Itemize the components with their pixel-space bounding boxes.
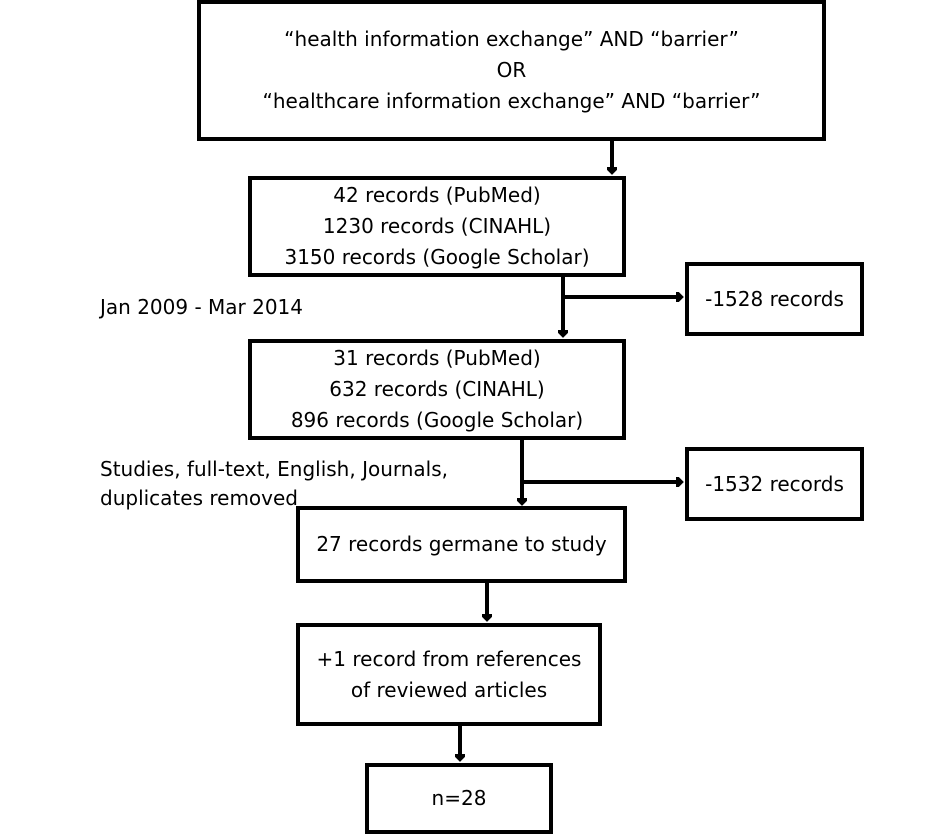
initial-records-box: 42 records (PubMed) 1230 records (CINAHL… xyxy=(248,176,626,277)
germane-records-box: 27 records germane to study xyxy=(296,506,627,583)
date-filtered-records-box: 31 records (PubMed) 632 records (CINAHL)… xyxy=(248,339,626,440)
criteria-filter-label: Studies, full-text, English, Journals, d… xyxy=(100,455,448,513)
date-filter-label: Jan 2009 - Mar 2014 xyxy=(100,295,304,319)
search-query-line-2: OR xyxy=(496,58,527,82)
excluded-criteria-text: -1532 records xyxy=(705,471,844,496)
search-query-line-3: “healthcare information exchange” AND “b… xyxy=(262,89,761,113)
reference-records-line-2: of reviewed articles xyxy=(350,677,548,702)
date-filtered-line-2: 632 records (CINAHL) xyxy=(329,377,545,401)
final-count-text: n=28 xyxy=(431,786,487,810)
excluded-criteria-box: -1532 records xyxy=(685,447,864,521)
initial-records-line-2: 1230 records (CINAHL) xyxy=(322,214,552,238)
search-query-line-1: “health information exchange” AND “barri… xyxy=(284,27,739,51)
criteria-filter-line-2: duplicates removed xyxy=(100,486,298,510)
criteria-filter-line-1: Studies, full-text, English, Journals, xyxy=(100,457,449,481)
excluded-date-box: -1528 records xyxy=(685,262,864,336)
reference-records-line-1: +1 record from references xyxy=(316,646,582,671)
final-count-box: n=28 xyxy=(365,763,553,834)
initial-records-line-1: 42 records (PubMed) xyxy=(333,183,541,207)
date-filtered-line-3: 896 records (Google Scholar) xyxy=(290,408,584,432)
germane-records-text: 27 records germane to study xyxy=(316,532,607,556)
reference-records-box: +1 record from references of reviewed ar… xyxy=(296,623,602,726)
initial-records-line-3: 3150 records (Google Scholar) xyxy=(284,245,590,269)
date-filtered-line-1: 31 records (PubMed) xyxy=(333,346,541,370)
search-query-box: “health information exchange” AND “barri… xyxy=(197,0,826,141)
excluded-date-text: -1528 records xyxy=(705,286,844,311)
